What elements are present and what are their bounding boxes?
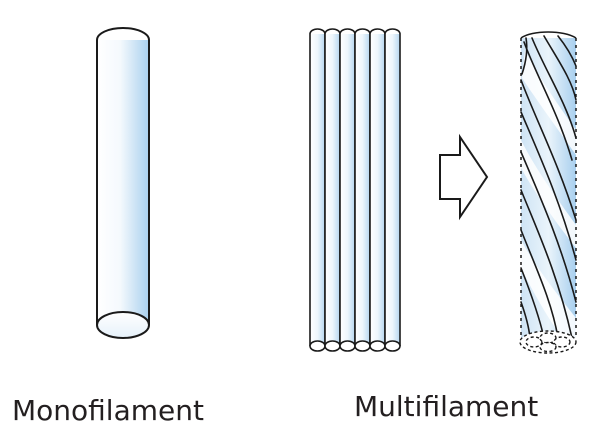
right-arrow-icon	[439, 133, 489, 221]
multifilament-illustration	[300, 20, 590, 360]
twisted-strands-icon	[519, 31, 577, 354]
strand-icon	[309, 28, 326, 352]
strand-icon	[384, 28, 401, 352]
monofilament-label: Monofilament	[12, 394, 204, 427]
strand-icon	[369, 28, 386, 352]
monofilament-cylinder-icon	[96, 27, 150, 339]
parallel-strands-icon	[309, 28, 401, 352]
strand-icon	[339, 28, 356, 352]
multifilament-label: Multifilament	[354, 390, 539, 423]
strand-icon	[354, 28, 371, 352]
strand-icon	[324, 28, 341, 352]
monofilament-illustration	[40, 20, 180, 350]
multifilament-process-diagram	[309, 28, 577, 354]
